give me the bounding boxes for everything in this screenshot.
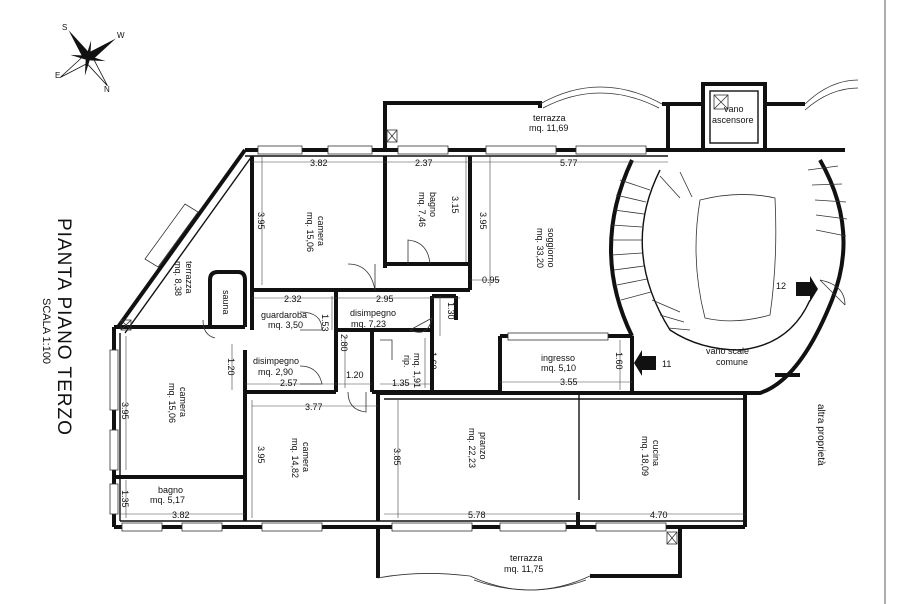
dim-2-37: 2.37	[415, 158, 433, 168]
vano-scale-line1: vano scale	[706, 346, 749, 356]
compass-w: W	[117, 31, 125, 40]
dim-2-32: 2.32	[284, 294, 302, 304]
stair-marker-12: 12	[776, 281, 786, 291]
dim-3-55: 3.55	[560, 377, 578, 387]
dim-1-60-b: 1.60	[614, 352, 624, 370]
room-name-pranzo: pranzo	[478, 432, 488, 460]
dim-2-80: 2.80	[339, 334, 349, 352]
room-name-rip: rip.	[402, 355, 412, 368]
dim-1-53: 1.53	[320, 314, 330, 332]
room-name-soggiorno: soggiorno	[546, 228, 556, 268]
dim-3-85: 3.85	[392, 448, 402, 466]
compass-e: E	[55, 71, 60, 80]
dim-3-95-c: 3.95	[120, 402, 130, 420]
vano-ascensore-line1: vano	[724, 104, 744, 114]
room-area-ingresso: mq. 5,10	[541, 363, 576, 373]
doors	[202, 239, 433, 413]
dim-1-20-b: 1.20	[346, 370, 364, 380]
dim-3-15: 3.15	[450, 196, 460, 214]
dim-3-95-b: 3.95	[478, 212, 488, 230]
plan-scale: SCALA 1:100	[40, 298, 52, 365]
room-name-camera-c: camera	[301, 442, 311, 472]
room-area-camera-c: mq. 14,82	[290, 438, 300, 478]
dim-1-35-a: 1.35	[392, 378, 410, 388]
room-name-guardaroba: guardaroba	[261, 310, 307, 320]
room-name-bagno-a: bagno	[428, 192, 438, 217]
stair-marker-11: 11	[662, 359, 671, 369]
dim-0-95: 0.95	[482, 275, 500, 285]
dim-3-77: 3.77	[305, 402, 323, 412]
dim-5-78: 5.78	[468, 510, 486, 520]
room-area-camera-b: mq. 15,06	[167, 383, 177, 423]
room-area-terrazza-top: mq. 11,69	[529, 123, 568, 133]
stair-arrow-icon-12	[796, 276, 818, 302]
room-area-bagno-b: mq. 5,17	[150, 495, 185, 505]
room-name-terrazza-side: terrazza	[184, 261, 194, 294]
dim-2-95: 2.95	[376, 294, 394, 304]
room-area-camera-a: mq. 15,06	[305, 212, 315, 252]
room-area-bagno-a: mq. 7,46	[417, 192, 427, 227]
room-name-disimpegno-a: disimpegno	[350, 308, 396, 318]
room-name-terrazza-top: terrazza	[533, 113, 566, 123]
plan-title: PIANTA PIANO TERZO	[53, 218, 74, 436]
vano-ascensore-line2: ascensore	[712, 115, 754, 125]
dimension-lines	[120, 156, 745, 518]
dim-4-70: 4.70	[650, 510, 668, 520]
room-area-terrazza-bottom: mq. 11,75	[504, 564, 543, 574]
room-area-terrazza-side: mq. 8,38	[173, 261, 183, 296]
windows	[109, 145, 667, 532]
room-name-sauna: sauna	[221, 290, 231, 315]
room-area-disimpegno-a: mq. 7,23	[351, 319, 386, 329]
room-name-ingresso: ingresso	[541, 353, 575, 363]
room-name-camera-a: camera	[316, 216, 326, 246]
dim-2-57: 2.57	[280, 378, 298, 388]
compass-n: N	[104, 85, 110, 94]
dim-3-82-top: 3.82	[310, 158, 328, 168]
room-name-bagno-b: bagno	[158, 485, 183, 495]
room-area-soggiorno: mq. 33,20	[535, 228, 545, 268]
room-name-cucina: cucina	[651, 440, 661, 466]
room-area-disimpegno-b: mq. 2,90	[258, 367, 293, 377]
dim-3-95-d: 3.95	[256, 446, 266, 464]
stair-core	[609, 79, 859, 395]
dimension-labels: 3.82 2.37 5.77 3.95 3.15 3.95 0.95 2.32 …	[120, 158, 668, 520]
shaft-icons	[120, 129, 678, 545]
vano-scale-line2: comune	[716, 357, 748, 367]
room-name-terrazza-bottom: terrazza	[510, 553, 543, 563]
altra-proprieta-label: altra proprietà	[815, 404, 826, 466]
dim-3-95-a: 3.95	[256, 212, 266, 230]
dim-1-30: 1.30	[446, 302, 456, 320]
room-name-camera-b: camera	[178, 387, 188, 417]
room-name-disimpegno-b: disimpegno	[253, 356, 299, 366]
dim-1-60: 1.60	[428, 352, 438, 370]
dim-1-20-a: 1.20	[226, 358, 236, 376]
dim-5-77: 5.77	[560, 158, 578, 168]
room-area-pranzo: mq. 22,23	[467, 428, 477, 468]
stair-arrow-icon-11	[634, 350, 656, 376]
room-area-guardaroba: mq. 3,50	[268, 320, 303, 330]
compass-s: S	[62, 23, 67, 32]
compass-rose-icon	[59, 30, 116, 87]
room-area-cucina: mq. 18,09	[640, 436, 650, 476]
dim-3-82-bottom: 3.82	[172, 510, 190, 520]
dim-1-35-b: 1.35	[120, 490, 130, 508]
room-area-rip: mq. 1,91	[412, 353, 422, 388]
